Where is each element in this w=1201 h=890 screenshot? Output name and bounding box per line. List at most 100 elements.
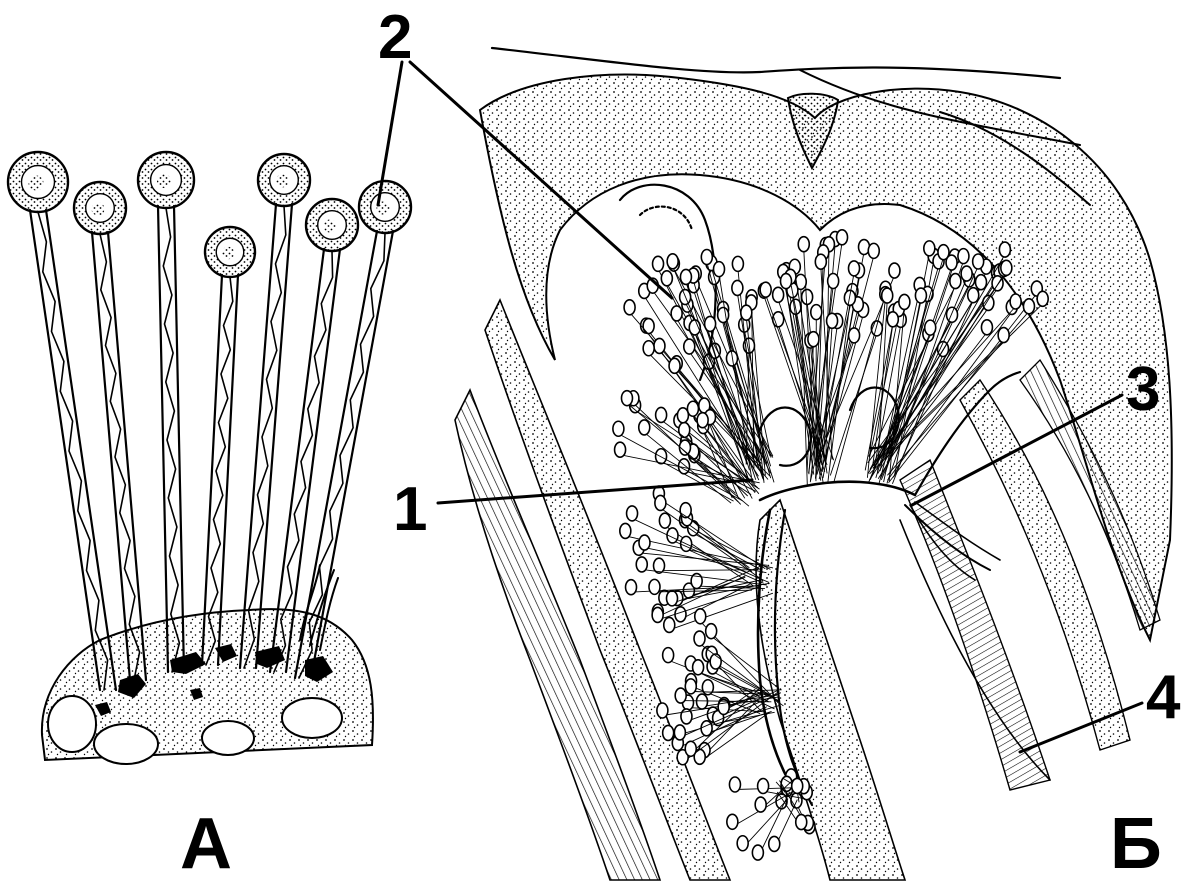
cell-stalk	[866, 299, 886, 478]
cell-stalk	[872, 324, 902, 474]
small-cell	[676, 407, 690, 424]
small-cell	[704, 622, 718, 640]
cell-stalk	[643, 295, 759, 477]
small-cell	[825, 312, 839, 330]
small-cell	[800, 288, 814, 306]
small-cell	[797, 235, 811, 253]
cell-stalk	[885, 339, 1004, 457]
cell-stalk	[791, 295, 822, 481]
leader-1	[436, 478, 754, 505]
small-cell	[654, 447, 668, 465]
small-cell	[701, 678, 715, 696]
cell-stalk	[827, 302, 851, 483]
small-cell	[1009, 293, 1022, 310]
cell-stalk	[699, 712, 770, 763]
cell-stalk	[694, 332, 751, 483]
small-cell	[740, 304, 753, 321]
panel-label-b: Б	[1110, 804, 1162, 884]
cell-stalk	[718, 711, 775, 724]
process-outline	[284, 247, 342, 674]
small-cell	[654, 494, 667, 512]
cell-stalk	[710, 635, 780, 689]
cell-stalk	[690, 687, 761, 755]
cell-stalk	[751, 302, 755, 469]
small-cell	[665, 590, 679, 607]
leader-2-a	[376, 60, 404, 207]
cell-stalk	[683, 470, 737, 483]
cell-stalk	[809, 340, 855, 460]
small-cell	[660, 270, 674, 287]
cell-stalk	[886, 260, 964, 484]
cell-stalk	[880, 278, 968, 480]
nucleolus	[91, 202, 105, 216]
small-cell	[807, 330, 820, 348]
small-cell	[620, 389, 634, 407]
small-cell	[654, 406, 668, 424]
cell-stalk	[619, 454, 760, 484]
panel-label-a: А	[180, 804, 232, 884]
cell-stalk	[682, 420, 759, 489]
small-cell	[725, 350, 739, 367]
cell-stalk	[672, 266, 758, 468]
striated-bands-right	[899, 358, 1161, 791]
small-cell	[914, 287, 928, 304]
process-outline	[172, 204, 186, 674]
leader-3	[910, 393, 1124, 507]
nucleolus	[323, 219, 337, 233]
small-cell	[731, 279, 744, 297]
cell-stalk	[868, 285, 956, 457]
small-cell	[673, 724, 687, 741]
small-cell	[678, 439, 692, 456]
small-cell	[651, 255, 665, 273]
process-outline	[156, 204, 170, 674]
cell-stalk	[869, 332, 931, 480]
wavy-axon	[298, 232, 386, 679]
cell-stalk	[660, 460, 734, 502]
small-cell	[684, 740, 698, 758]
small-cell	[1036, 290, 1049, 308]
cell-stalk	[697, 671, 771, 697]
process-outline	[238, 202, 278, 670]
small-cell	[670, 305, 683, 322]
cell-stalk	[881, 257, 944, 462]
cell-stalk	[638, 552, 768, 566]
cell-stalk	[690, 668, 775, 710]
small-cell	[809, 303, 823, 321]
small-cell	[613, 441, 627, 458]
small-cell	[693, 607, 707, 625]
small-cell	[888, 262, 901, 279]
small-cell	[767, 835, 781, 853]
small-cell	[945, 254, 958, 271]
cell-stalk	[633, 402, 739, 503]
cell-stalk	[704, 701, 756, 756]
process-outline	[309, 229, 395, 680]
wavy-axon	[273, 250, 334, 673]
wavy-axon	[162, 207, 181, 673]
small-cell	[982, 294, 995, 312]
cell-stalk	[877, 300, 888, 474]
small-cell	[949, 272, 962, 290]
cell-stalk	[686, 522, 750, 569]
small-cell	[759, 281, 772, 299]
cell-stalk	[833, 293, 886, 483]
small-cell	[712, 260, 726, 278]
small-cell	[648, 578, 661, 596]
small-cell	[709, 653, 722, 670]
cell-stalk	[806, 344, 814, 474]
cell-stalk	[877, 273, 1005, 479]
nucleolus	[221, 246, 235, 260]
small-cell	[700, 248, 714, 266]
small-cell	[652, 557, 666, 574]
small-cell	[661, 724, 675, 742]
leader-4	[1018, 701, 1144, 754]
cell-stalk	[785, 286, 815, 475]
small-cell	[731, 255, 745, 273]
small-cell	[625, 505, 639, 522]
cell-stalk	[736, 292, 765, 466]
cell-stalk	[874, 306, 1016, 463]
cell-stalk	[685, 514, 753, 573]
cell-stalk	[692, 280, 750, 471]
cell-stalk	[686, 309, 748, 465]
neurosecretory-cells	[612, 229, 1049, 861]
